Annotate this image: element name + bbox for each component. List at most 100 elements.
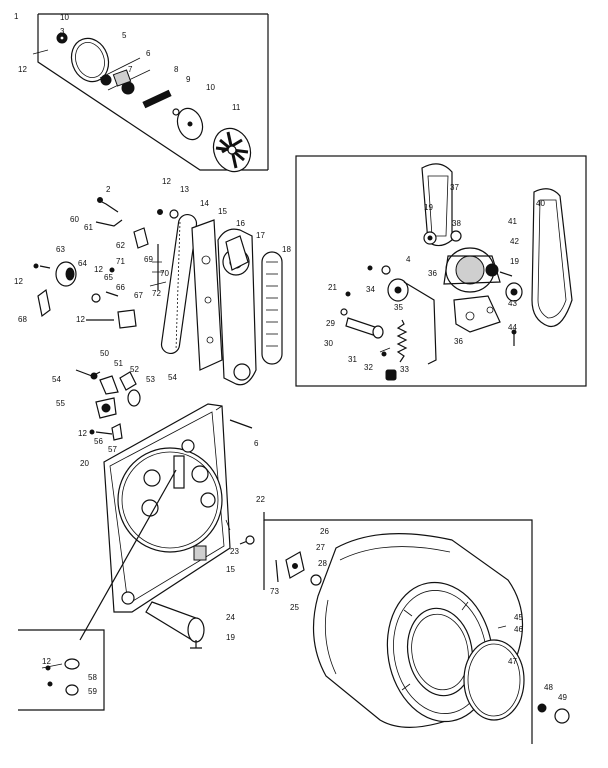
left-small-parts (33, 197, 167, 329)
label-18: 18 (282, 245, 291, 254)
ring-5 (70, 37, 110, 83)
label-23: 23 (230, 547, 239, 556)
label-4: 4 (406, 255, 411, 264)
label-10a: 10 (60, 13, 69, 22)
label-46: 46 (514, 625, 523, 634)
label-38: 38 (452, 219, 461, 228)
label-12f: 12 (78, 429, 87, 438)
bulkhead-20 (79, 403, 255, 641)
label-6b: 6 (254, 439, 259, 448)
label-15b: 15 (226, 565, 235, 574)
label-17: 17 (256, 231, 265, 240)
label-34: 34 (366, 285, 375, 294)
label-33: 33 (400, 365, 409, 374)
label-24: 24 (226, 613, 235, 622)
roller-48 (537, 703, 547, 713)
motor-42 (443, 247, 513, 293)
label-49: 49 (558, 693, 567, 702)
top-assembly (32, 13, 269, 173)
label-59: 59 (88, 687, 97, 696)
label-12d: 12 (14, 277, 23, 286)
label-30: 30 (324, 339, 333, 348)
thermostat-53 (127, 389, 141, 407)
label-7: 7 (128, 65, 133, 74)
label-21: 21 (328, 283, 337, 292)
seal-47 (463, 639, 525, 721)
label-19a: 19 (226, 633, 235, 642)
label-29: 29 (326, 319, 335, 328)
label-2: 2 (106, 185, 111, 194)
cap-49 (554, 708, 570, 724)
label-3: 3 (60, 27, 65, 36)
blower-housing (157, 209, 283, 386)
label-19c: 19 (510, 257, 519, 266)
belt-14 (160, 213, 198, 355)
label-15a: 15 (218, 207, 227, 216)
label-64: 64 (78, 259, 87, 268)
label-54a: 54 (168, 373, 177, 382)
label-62: 62 (116, 241, 125, 250)
label-66a: 66 (116, 283, 125, 292)
label-52: 52 (130, 365, 139, 374)
label-71: 71 (116, 257, 125, 266)
label-50: 50 (100, 349, 109, 358)
label-37: 37 (450, 183, 459, 192)
label-51: 51 (114, 359, 123, 368)
label-25: 25 (290, 603, 299, 612)
idler-arm-36 (403, 281, 437, 365)
label-5: 5 (122, 31, 127, 40)
seal-18 (261, 251, 283, 365)
plate-15 (191, 219, 223, 371)
label-6: 6 (146, 49, 151, 58)
inset-box (18, 629, 105, 711)
burner-24 (145, 601, 205, 649)
label-19b: 19 (424, 203, 433, 212)
label-41: 41 (508, 217, 517, 226)
label-56: 56 (94, 437, 103, 446)
label-35: 35 (394, 303, 403, 312)
label-31: 31 (348, 355, 357, 364)
label-12a: 12 (18, 65, 27, 74)
label-26: 26 (320, 527, 329, 536)
label-40: 40 (536, 199, 545, 208)
label-68: 68 (18, 315, 27, 324)
label-60: 60 (70, 215, 79, 224)
label-16a: 16 (236, 219, 245, 228)
belt-40 (531, 188, 573, 328)
part-labels: 1 10 3 5 6 12 7 8 9 10 11 12 13 14 2 60 … (14, 12, 567, 702)
label-36a: 36 (428, 269, 437, 278)
label-28: 28 (318, 559, 327, 568)
belt-37 (421, 163, 453, 247)
label-10b: 10 (206, 83, 215, 92)
label-12b: 12 (162, 177, 171, 186)
label-43: 43 (508, 299, 517, 308)
drum-assembly (263, 512, 570, 744)
label-14: 14 (200, 199, 209, 208)
label-8: 8 (174, 65, 179, 74)
label-27: 27 (316, 543, 325, 552)
label-55: 55 (56, 399, 65, 408)
shaft-8 (142, 89, 172, 109)
label-42: 42 (510, 237, 519, 246)
spring-32 (396, 319, 408, 363)
label-13: 13 (180, 185, 189, 194)
label-11: 11 (232, 103, 241, 112)
label-69: 69 (144, 255, 153, 264)
label-44: 44 (508, 323, 517, 332)
label-12e: 12 (76, 315, 85, 324)
label-48: 48 (544, 683, 553, 692)
label-65: 65 (104, 273, 113, 282)
label-47: 47 (508, 657, 517, 666)
label-54b: 54 (52, 375, 61, 384)
label-61: 61 (84, 223, 93, 232)
label-57: 57 (108, 445, 117, 454)
label-1: 1 (14, 12, 19, 21)
label-72: 72 (152, 289, 161, 298)
label-9: 9 (186, 75, 191, 84)
label-63: 63 (56, 245, 65, 254)
label-36b: 36 (454, 337, 463, 346)
bracket-66 (37, 288, 51, 318)
motor-assembly (295, 155, 587, 387)
fan-11 (212, 127, 252, 173)
